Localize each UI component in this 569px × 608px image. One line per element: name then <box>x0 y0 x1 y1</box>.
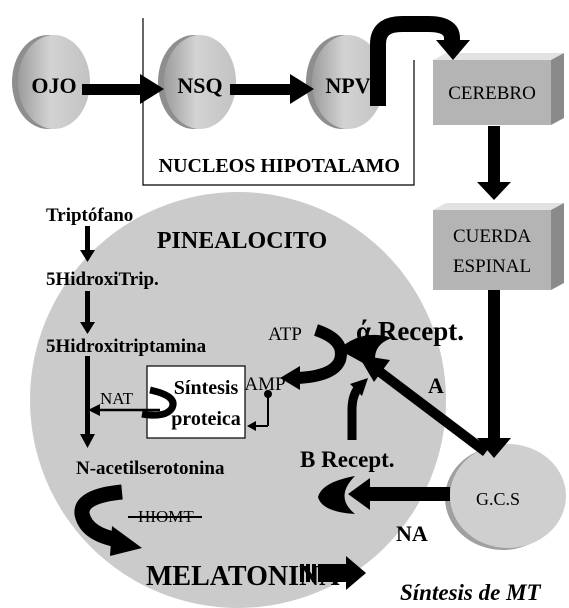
alpha-receptor-label: ά Recept. <box>356 316 464 346</box>
arrow-nat-curve <box>88 386 177 419</box>
hiomt-label: HIOMT <box>138 507 194 526</box>
a-label: A <box>428 373 444 398</box>
amp-label: AMP <box>244 374 285 395</box>
arrow-cuerda-gcs <box>477 290 511 458</box>
arrow-5htam-nacetil <box>80 356 95 448</box>
nsq-label: NSQ <box>177 73 222 98</box>
sintesis-label-1: Síntesis <box>174 377 239 399</box>
na-label: NA <box>396 521 428 546</box>
connector-amp-sintesis <box>247 390 272 431</box>
melatonina-label: MELATONINA <box>146 561 340 592</box>
ojo-label: OJO <box>31 73 76 98</box>
cuerda-label-1: CUERDA <box>453 226 531 247</box>
arrow-atp-amp <box>280 324 347 390</box>
npv-label: NPV <box>325 73 370 98</box>
arrow-hiomt-melatonina <box>74 484 202 556</box>
arrow-nsq-npv <box>230 74 314 104</box>
arrow-na-beta <box>348 478 450 510</box>
nucleos-hipotalamo-label: NUCLEOS HIPOTALAMO <box>159 155 400 177</box>
cuerda-label-2: ESPINAL <box>453 256 531 277</box>
arrow-melatonina-out <box>300 556 366 590</box>
arrow-beta-alpha <box>347 378 368 440</box>
arrow-5ht-5htam <box>80 291 95 334</box>
alpha-receptor-shape <box>338 334 392 372</box>
curved-arrow-npv-cerebro <box>370 15 470 106</box>
atp-label: ATP <box>268 324 302 345</box>
nsq-node: NSQ <box>158 35 236 129</box>
sintesis-proteica-box: Síntesis proteica <box>146 365 246 439</box>
arrow-ojo-nsq <box>82 74 164 104</box>
ojo-node: OJO <box>12 35 90 129</box>
cuerda-espinal-box: CUERDA ESPINAL <box>433 203 564 290</box>
beta-receptor-shape <box>318 476 355 514</box>
cerebro-label: CEREBRO <box>448 83 536 104</box>
sintesis-label-2: proteica <box>171 408 241 430</box>
nat-label: NAT <box>100 389 134 408</box>
gcs-label: G.C.S <box>476 489 520 509</box>
hidroxitriptamina-label: 5Hidroxitriptamina <box>46 336 207 357</box>
beta-receptor-label: B Recept. <box>300 447 395 472</box>
n-acetilserotonina-label: N-acetilserotonina <box>76 458 225 479</box>
hidroxitrip-label: 5HidroxiTrip. <box>46 269 159 290</box>
triptofano-label: Triptófano <box>46 205 133 226</box>
arrow-trip-5ht <box>80 226 95 262</box>
caption: Síntesis de MT <box>400 580 542 605</box>
gcs-node: G.C.S <box>445 444 566 550</box>
cerebro-box: CEREBRO <box>433 53 564 125</box>
arrow-cerebro-cuerda <box>477 126 511 200</box>
npv-node: NPV <box>306 35 384 129</box>
pinealocito-title: PINEALOCITO <box>157 228 327 254</box>
